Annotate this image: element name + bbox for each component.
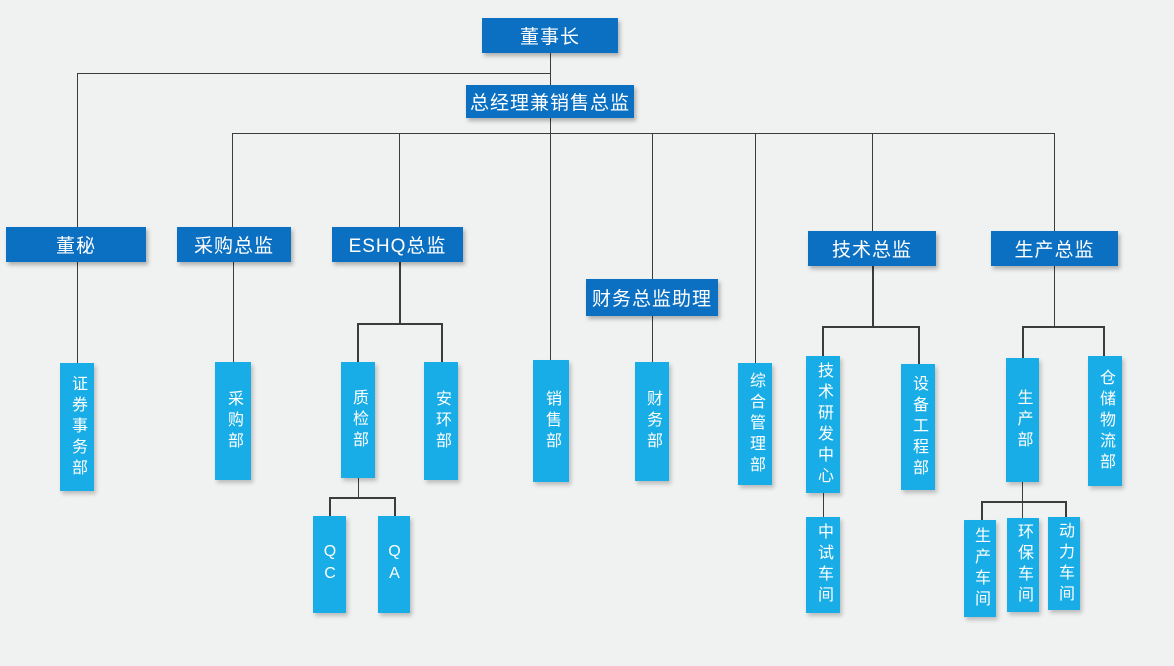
org-node-pilot-workshop-label: 中试车间 [815, 523, 832, 607]
org-node-general-manager-label: 总经理兼销售总监 [469, 93, 630, 114]
org-node-chairman-label: 董事长 [519, 27, 580, 48]
org-node-qc[interactable]: QC [313, 516, 346, 613]
org-node-equipment-engineering-dept[interactable]: 设备工程部 [901, 364, 935, 490]
connector-line [1022, 501, 1023, 518]
connector-line [329, 497, 331, 516]
connector-line [872, 266, 874, 326]
org-node-warehouse-logistics-dept-label: 仓储物流部 [1097, 368, 1114, 474]
connector-line [77, 73, 551, 74]
connector-line [399, 133, 400, 227]
connector-line [77, 262, 78, 363]
org-node-qa-label: QA [386, 542, 403, 587]
org-node-general-manager[interactable]: 总经理兼销售总监 [466, 85, 634, 118]
org-node-sales-dept-label: 销售部 [543, 389, 560, 453]
org-node-production-director-label: 生产总监 [1014, 240, 1095, 261]
connector-line [550, 53, 551, 85]
org-node-eshq-director[interactable]: ESHQ总监 [332, 227, 463, 262]
org-node-finance-director-assistant-label: 财务总监助理 [591, 289, 712, 310]
connector-line [77, 73, 78, 227]
org-node-production-dept-label: 生产部 [1014, 388, 1032, 452]
org-node-quality-inspection-dept-label: 质检部 [350, 388, 367, 452]
connector-line [232, 133, 233, 227]
connector-line [981, 501, 983, 520]
connector-line [755, 133, 756, 363]
connector-line [1022, 482, 1023, 501]
org-node-finance-dept-label: 财务部 [644, 390, 661, 453]
connector-line [232, 133, 1055, 134]
connector-line [550, 118, 551, 360]
connector-line [357, 323, 359, 362]
org-node-board-secretary-label: 董秘 [55, 236, 96, 257]
connector-line [394, 497, 396, 516]
org-node-sales-dept[interactable]: 销售部 [533, 360, 569, 482]
org-node-power-workshop[interactable]: 动力车间 [1048, 517, 1080, 610]
org-node-quality-inspection-dept[interactable]: 质检部 [341, 362, 375, 478]
org-node-warehouse-logistics-dept[interactable]: 仓储物流部 [1088, 356, 1122, 486]
org-node-production-workshop-label: 生产车间 [972, 526, 989, 611]
connector-line [918, 326, 920, 364]
connector-line [652, 133, 653, 279]
connector-line [823, 493, 824, 517]
org-node-eshq-director-label: ESHQ总监 [348, 236, 447, 257]
org-node-safety-environment-dept[interactable]: 安环部 [424, 362, 458, 480]
connector-line [1022, 326, 1104, 328]
connector-line [872, 133, 873, 231]
connector-line [822, 326, 919, 328]
connector-line [357, 323, 442, 325]
org-node-procurement-dept[interactable]: 采购部 [215, 362, 251, 480]
org-node-chairman[interactable]: 董事长 [482, 18, 618, 53]
connector-line [441, 323, 443, 362]
connector-line [1054, 266, 1055, 326]
connector-line [1022, 326, 1024, 358]
org-node-tech-rd-center-label: 技术研发中心 [815, 361, 832, 488]
org-node-production-dept[interactable]: 生产部 [1006, 358, 1039, 482]
connector-line [233, 262, 234, 362]
org-node-power-workshop-label: 动力车间 [1056, 521, 1073, 606]
connector-line [981, 501, 1066, 503]
connector-line [822, 326, 824, 356]
org-node-equipment-engineering-dept-label: 设备工程部 [910, 374, 927, 480]
org-node-securities-affairs-dept-label: 证券事务部 [69, 374, 86, 480]
org-node-qc-label: QC [321, 542, 339, 587]
connector-line [1054, 133, 1055, 231]
org-node-finance-dept[interactable]: 财务部 [635, 362, 669, 481]
org-node-procurement-dept-label: 采购部 [225, 389, 242, 453]
org-node-general-admin-dept[interactable]: 综合管理部 [738, 363, 772, 485]
org-node-pilot-workshop[interactable]: 中试车间 [806, 517, 840, 613]
org-node-securities-affairs-dept[interactable]: 证券事务部 [60, 363, 94, 491]
org-node-environmental-workshop-label: 环保车间 [1015, 523, 1032, 607]
org-node-safety-environment-dept-label: 安环部 [433, 389, 450, 453]
connector-line [329, 497, 395, 499]
org-node-qa[interactable]: QA [378, 516, 410, 613]
connector-line [399, 262, 401, 323]
org-node-finance-director-assistant[interactable]: 财务总监助理 [586, 279, 718, 316]
org-node-procurement-director[interactable]: 采购总监 [177, 227, 291, 262]
org-node-environmental-workshop[interactable]: 环保车间 [1007, 518, 1039, 612]
org-node-production-workshop[interactable]: 生产车间 [964, 520, 996, 617]
org-node-production-director[interactable]: 生产总监 [991, 231, 1118, 266]
org-node-general-admin-dept-label: 综合管理部 [747, 371, 764, 477]
connector-line [1103, 326, 1105, 356]
connector-line [652, 316, 653, 362]
org-node-technology-director-label: 技术总监 [831, 240, 912, 261]
org-node-technology-director[interactable]: 技术总监 [808, 231, 936, 266]
connector-line [358, 478, 359, 497]
org-node-board-secretary[interactable]: 董秘 [6, 227, 146, 262]
org-node-tech-rd-center[interactable]: 技术研发中心 [806, 356, 840, 493]
org-node-procurement-director-label: 采购总监 [193, 236, 274, 257]
connector-line [1065, 501, 1067, 517]
